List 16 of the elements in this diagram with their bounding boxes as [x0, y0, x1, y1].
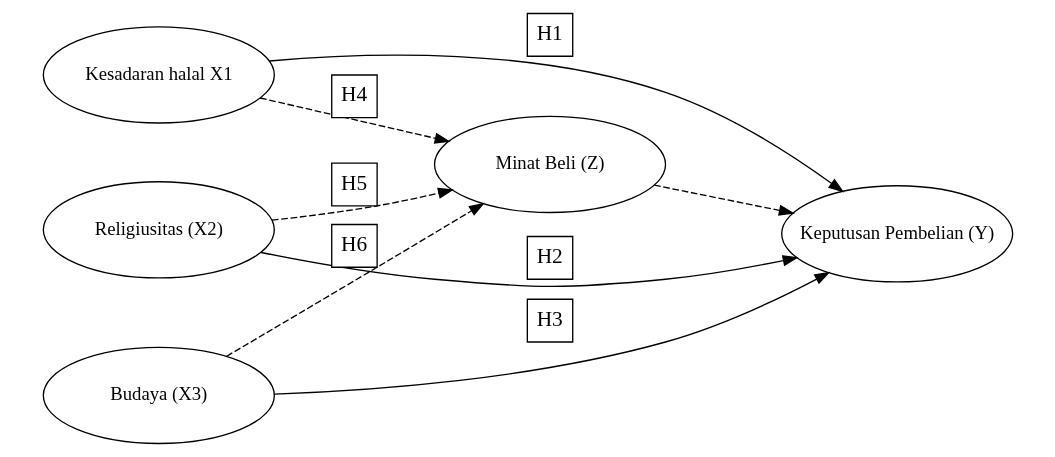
arrow [270, 187, 454, 221]
arrow [273, 271, 830, 395]
arrow [268, 54, 844, 193]
arrow [225, 202, 485, 357]
arrow [653, 184, 795, 216]
arrow [259, 97, 451, 144]
edge-label: H4 [340, 82, 367, 107]
node-ellipse: Budaya (X3) [42, 346, 275, 445]
edge-label: H3 [536, 306, 563, 331]
edge-label: H2 [536, 243, 563, 268]
edge-label: H6 [340, 231, 367, 256]
node-ellipse: Kesadaran halal X1 [42, 26, 275, 124]
node-ellipse: Religiusitas (X2) [42, 181, 275, 279]
arrow [260, 251, 799, 288]
edge-label: H5 [340, 170, 367, 195]
edge-label: H1 [536, 20, 563, 45]
